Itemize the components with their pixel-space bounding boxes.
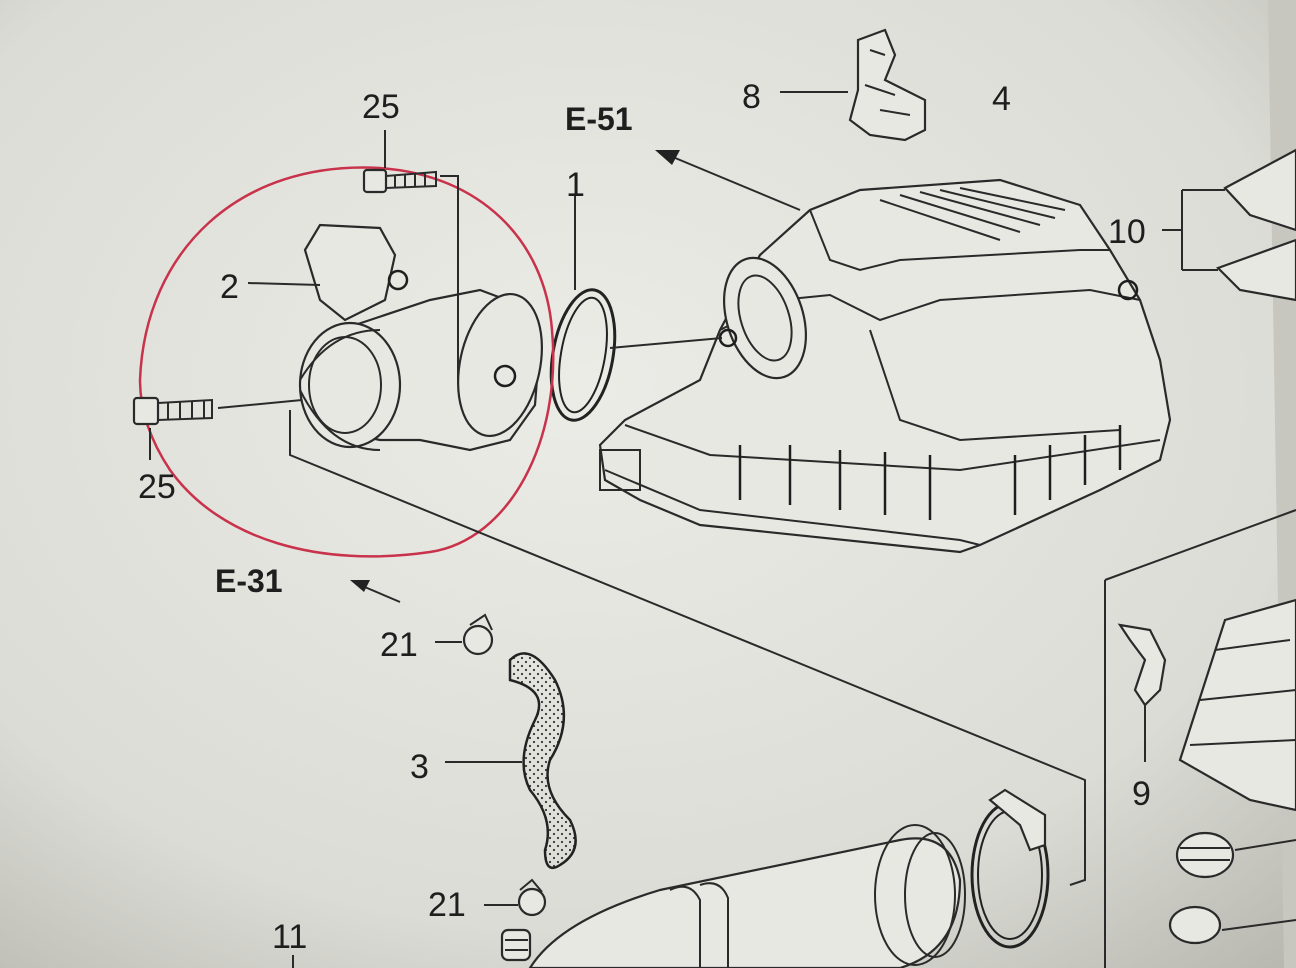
inlet-duct — [292, 824, 966, 968]
label-part-21-bottom: 21 — [428, 886, 466, 924]
sensor-clip — [780, 28, 927, 142]
hose-clamp-large — [970, 788, 1050, 949]
label-part-11: 11 — [272, 918, 307, 956]
label-part-25-top: 25 — [362, 88, 400, 126]
bolt-left — [132, 396, 303, 460]
duct-fitting — [500, 928, 532, 962]
arrow-e31 — [350, 580, 401, 603]
air-cleaner-housing — [598, 178, 1172, 554]
clamp-21-top — [435, 613, 494, 656]
label-part-2: 2 — [220, 268, 239, 306]
label-part-3: 3 — [410, 748, 429, 786]
ref-label-e51: E-51 — [565, 101, 633, 137]
box-line-top — [1104, 509, 1296, 581]
leader-long — [289, 410, 1086, 886]
label-part-1: 1 — [566, 166, 585, 204]
label-part-8: 8 — [742, 78, 761, 116]
breather-hose — [445, 652, 577, 870]
grommet-parts — [1168, 831, 1296, 945]
label-part-10: 10 — [1108, 213, 1146, 251]
leader-2 — [247, 282, 321, 286]
bolt-top — [362, 130, 459, 380]
clamp-21-bottom — [484, 878, 547, 917]
label-part-4: 4 — [992, 80, 1011, 118]
arrow-e51 — [655, 150, 801, 211]
label-part-9: 9 — [1132, 775, 1151, 813]
label-part-25-left: 25 — [138, 468, 176, 506]
label-part-21-top: 21 — [380, 626, 418, 664]
resonator-part — [1178, 598, 1296, 812]
ref-label-e31: E-31 — [215, 563, 283, 599]
clip-part-9 — [1117, 623, 1167, 762]
intake-duct — [298, 223, 543, 452]
filter-element — [1162, 148, 1296, 302]
highlight-circle — [138, 166, 555, 558]
